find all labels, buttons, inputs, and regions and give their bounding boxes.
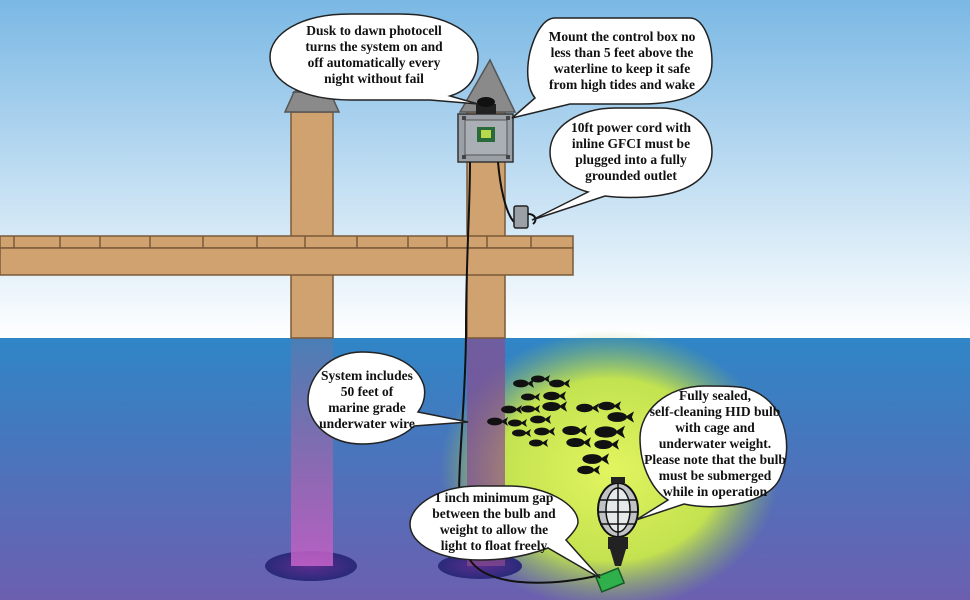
photocell-icon xyxy=(476,97,496,114)
control-box xyxy=(457,113,514,163)
callout-power-cord-bubble xyxy=(531,107,713,221)
callout-wire-text: System includes 50 feet of marine grade … xyxy=(319,368,415,431)
callout-gap-bubble xyxy=(409,485,601,579)
power-cord xyxy=(497,161,515,223)
callout-mount-bubble xyxy=(511,17,713,119)
callout-bulb-bubble xyxy=(635,385,788,521)
callout-power-cord-text: 10ft power cord with inline GFCI must be… xyxy=(570,120,692,183)
underwater-weight-icon xyxy=(594,567,626,593)
callout-photocell-text: Dusk to dawn photocell turns the system … xyxy=(305,23,443,86)
left-post xyxy=(283,79,341,339)
callout-bulb-text: Fully sealed, self-cleaning HID bulb wit… xyxy=(644,388,786,499)
callout-wire-bubble xyxy=(307,351,469,445)
callout-mount-text: Mount the control box no less than 5 fee… xyxy=(548,29,696,92)
hid-bulb-icon xyxy=(597,477,639,566)
gfci-plug-icon xyxy=(513,205,537,229)
callout-photocell-bubble xyxy=(269,13,479,105)
callout-gap-text: 1 inch minimum gap between the bulb and … xyxy=(432,490,556,553)
underwater-wire xyxy=(458,161,601,584)
dock-deck xyxy=(0,235,574,276)
